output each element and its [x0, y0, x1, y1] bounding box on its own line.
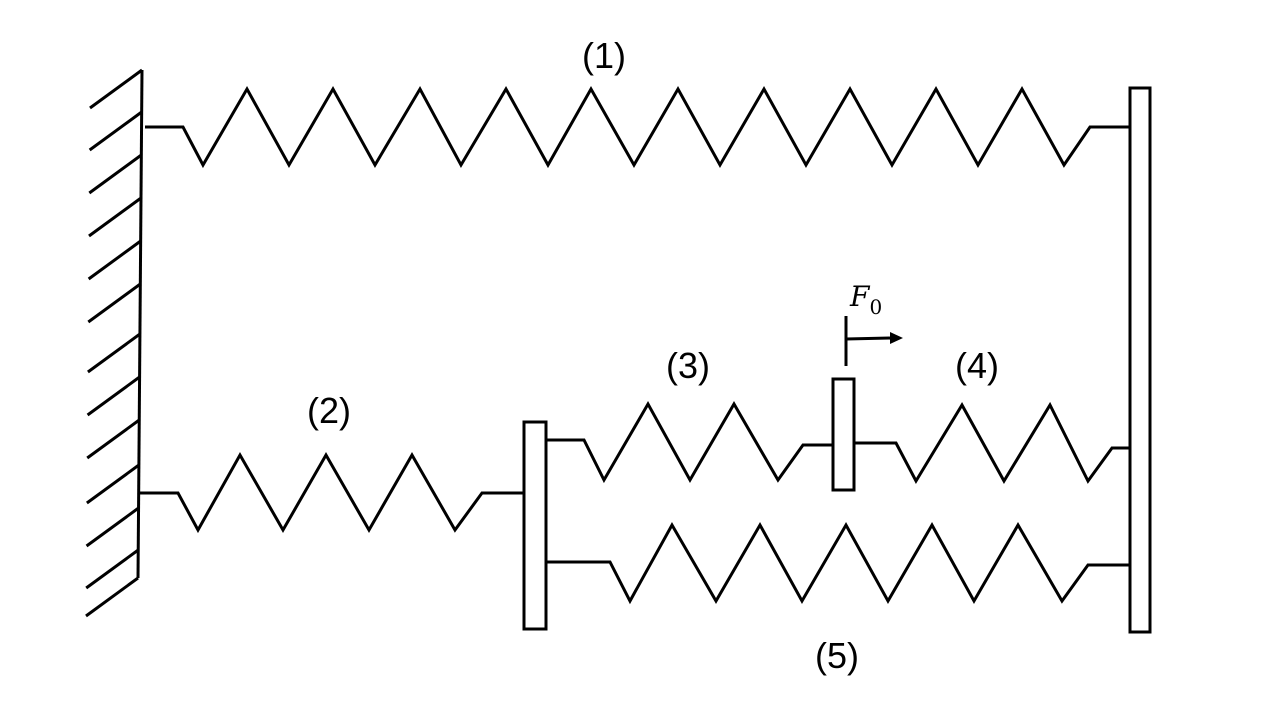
- force-arrow-shaft: [845, 336, 893, 341]
- hatch-line: [88, 153, 143, 195]
- force-arrow: [844, 316, 903, 366]
- hatch-line: [88, 110, 143, 152]
- spring-2-label: (2): [307, 390, 351, 431]
- spring-5-label: (5): [815, 635, 859, 676]
- spring-4-label: (4): [955, 345, 999, 386]
- hatch-line: [86, 375, 141, 417]
- spring-4: [854, 401, 1130, 485]
- right-plate: [1128, 86, 1152, 634]
- spring-3-label: (3): [666, 345, 710, 386]
- fixed-wall: [85, 68, 144, 618]
- hatch-line: [86, 463, 140, 505]
- spring-1: [145, 85, 1130, 169]
- hatch-line: [89, 68, 143, 110]
- hatch-line: [85, 576, 139, 618]
- spring-5: [546, 521, 1130, 605]
- wall-hatching: [85, 68, 143, 618]
- hatch-line: [85, 506, 140, 548]
- hatch-line: [86, 418, 141, 460]
- hatch-line: [85, 548, 140, 590]
- spring-2: [138, 451, 524, 534]
- hatch-line: [87, 282, 142, 324]
- wall-line: [136, 69, 144, 579]
- force-label: F0: [849, 280, 882, 319]
- spring-3: [546, 400, 833, 484]
- hatch-line: [88, 196, 142, 238]
- hatch-line: [87, 239, 142, 281]
- arrow-head-icon: [890, 332, 903, 344]
- spring-1-label: (1): [582, 35, 626, 76]
- hatch-line: [87, 332, 141, 374]
- middle-plate: [522, 420, 548, 631]
- small-mass: [831, 377, 856, 492]
